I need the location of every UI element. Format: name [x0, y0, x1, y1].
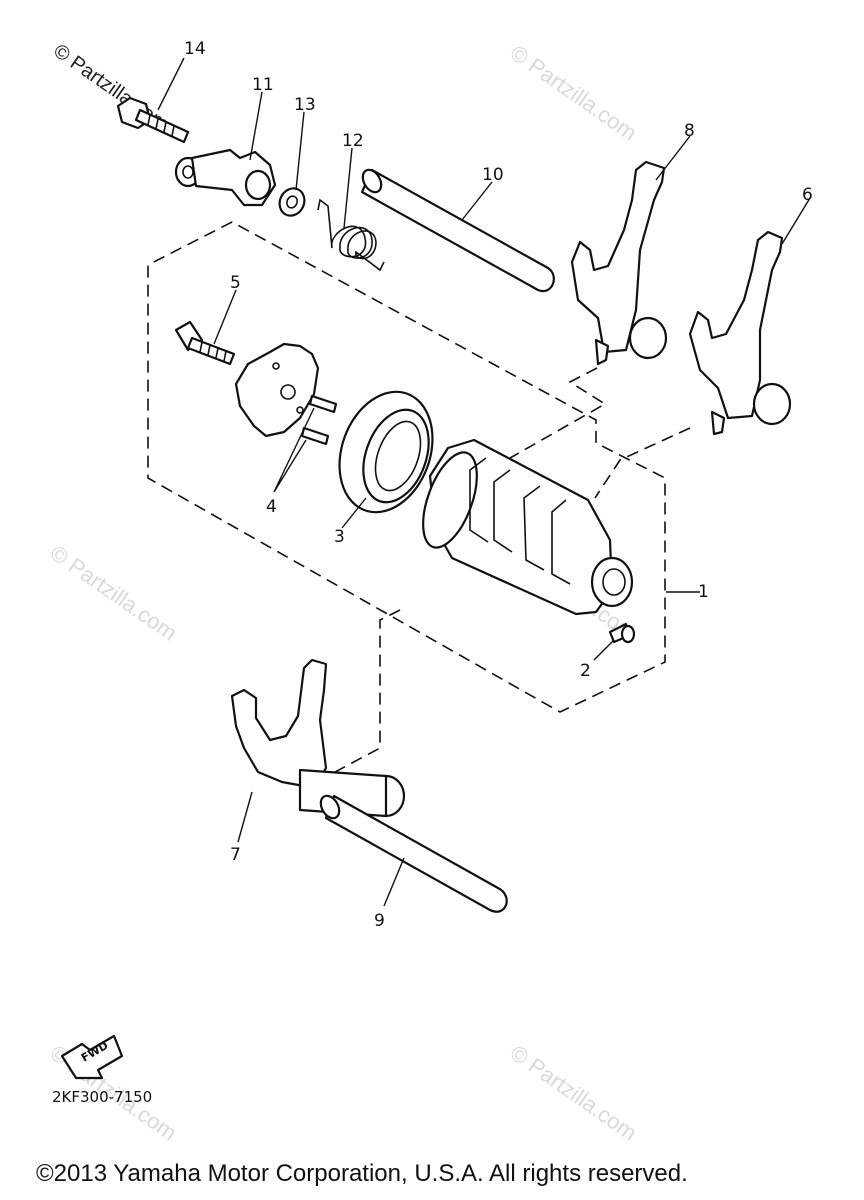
leader-8 [655, 135, 691, 181]
leader-12 [343, 147, 353, 229]
part-11-shift-arm[interactable] [174, 148, 277, 207]
callout-5: 5 [230, 273, 241, 293]
diagram-code: 2KF300-7150 [52, 1088, 153, 1106]
callout-12: 12 [342, 131, 364, 151]
leader-3 [341, 497, 367, 529]
part-12-spring[interactable] [317, 198, 385, 272]
leader-10 [461, 181, 493, 221]
callout-7: 7 [230, 845, 241, 865]
callout-2: 2 [580, 661, 591, 681]
leader-7 [237, 791, 253, 843]
part-7-shift-fork[interactable] [230, 658, 406, 818]
part-8-shift-fork[interactable] [570, 160, 668, 366]
callout-6: 6 [802, 185, 813, 205]
stopper-plate[interactable] [234, 342, 320, 438]
part-5-bolt[interactable] [174, 320, 236, 366]
leader-6 [781, 197, 811, 245]
part-14-bolt[interactable] [116, 96, 190, 144]
callout-14: 14 [184, 39, 206, 59]
part-4-pins[interactable] [300, 394, 338, 446]
leader-14 [157, 57, 185, 111]
callout-3: 3 [334, 527, 345, 547]
part-10-shaft[interactable] [359, 167, 555, 293]
part-9-shaft[interactable] [317, 793, 508, 913]
part-1-shift-drum[interactable] [412, 438, 634, 616]
part-13-washer[interactable] [275, 184, 309, 220]
part-2-screw[interactable] [608, 622, 636, 644]
leader-4 [273, 407, 315, 493]
callout-10: 10 [482, 165, 504, 185]
callout-11: 11 [252, 75, 274, 95]
leader-2 [593, 639, 615, 661]
copyright-notice: ©2013 Yamaha Motor Corporation, U.S.A. A… [36, 1160, 688, 1187]
part-6-shift-fork[interactable] [688, 230, 792, 436]
callout-13: 13 [294, 95, 316, 115]
assembly-boundary [147, 221, 666, 713]
leader-5 [213, 289, 237, 345]
leader-13 [295, 111, 305, 191]
leader-11 [249, 91, 263, 161]
callout-8: 8 [684, 121, 695, 141]
fork6-index-line [594, 427, 691, 499]
forward-arrow-icon: FWD [60, 1034, 124, 1080]
leader-9 [383, 857, 405, 907]
callout-4: 4 [266, 497, 277, 517]
part-3-bearing[interactable] [323, 379, 448, 526]
fork7-index-line [319, 609, 401, 781]
callout-9: 9 [374, 911, 385, 931]
callout-1: 1 [698, 582, 709, 602]
